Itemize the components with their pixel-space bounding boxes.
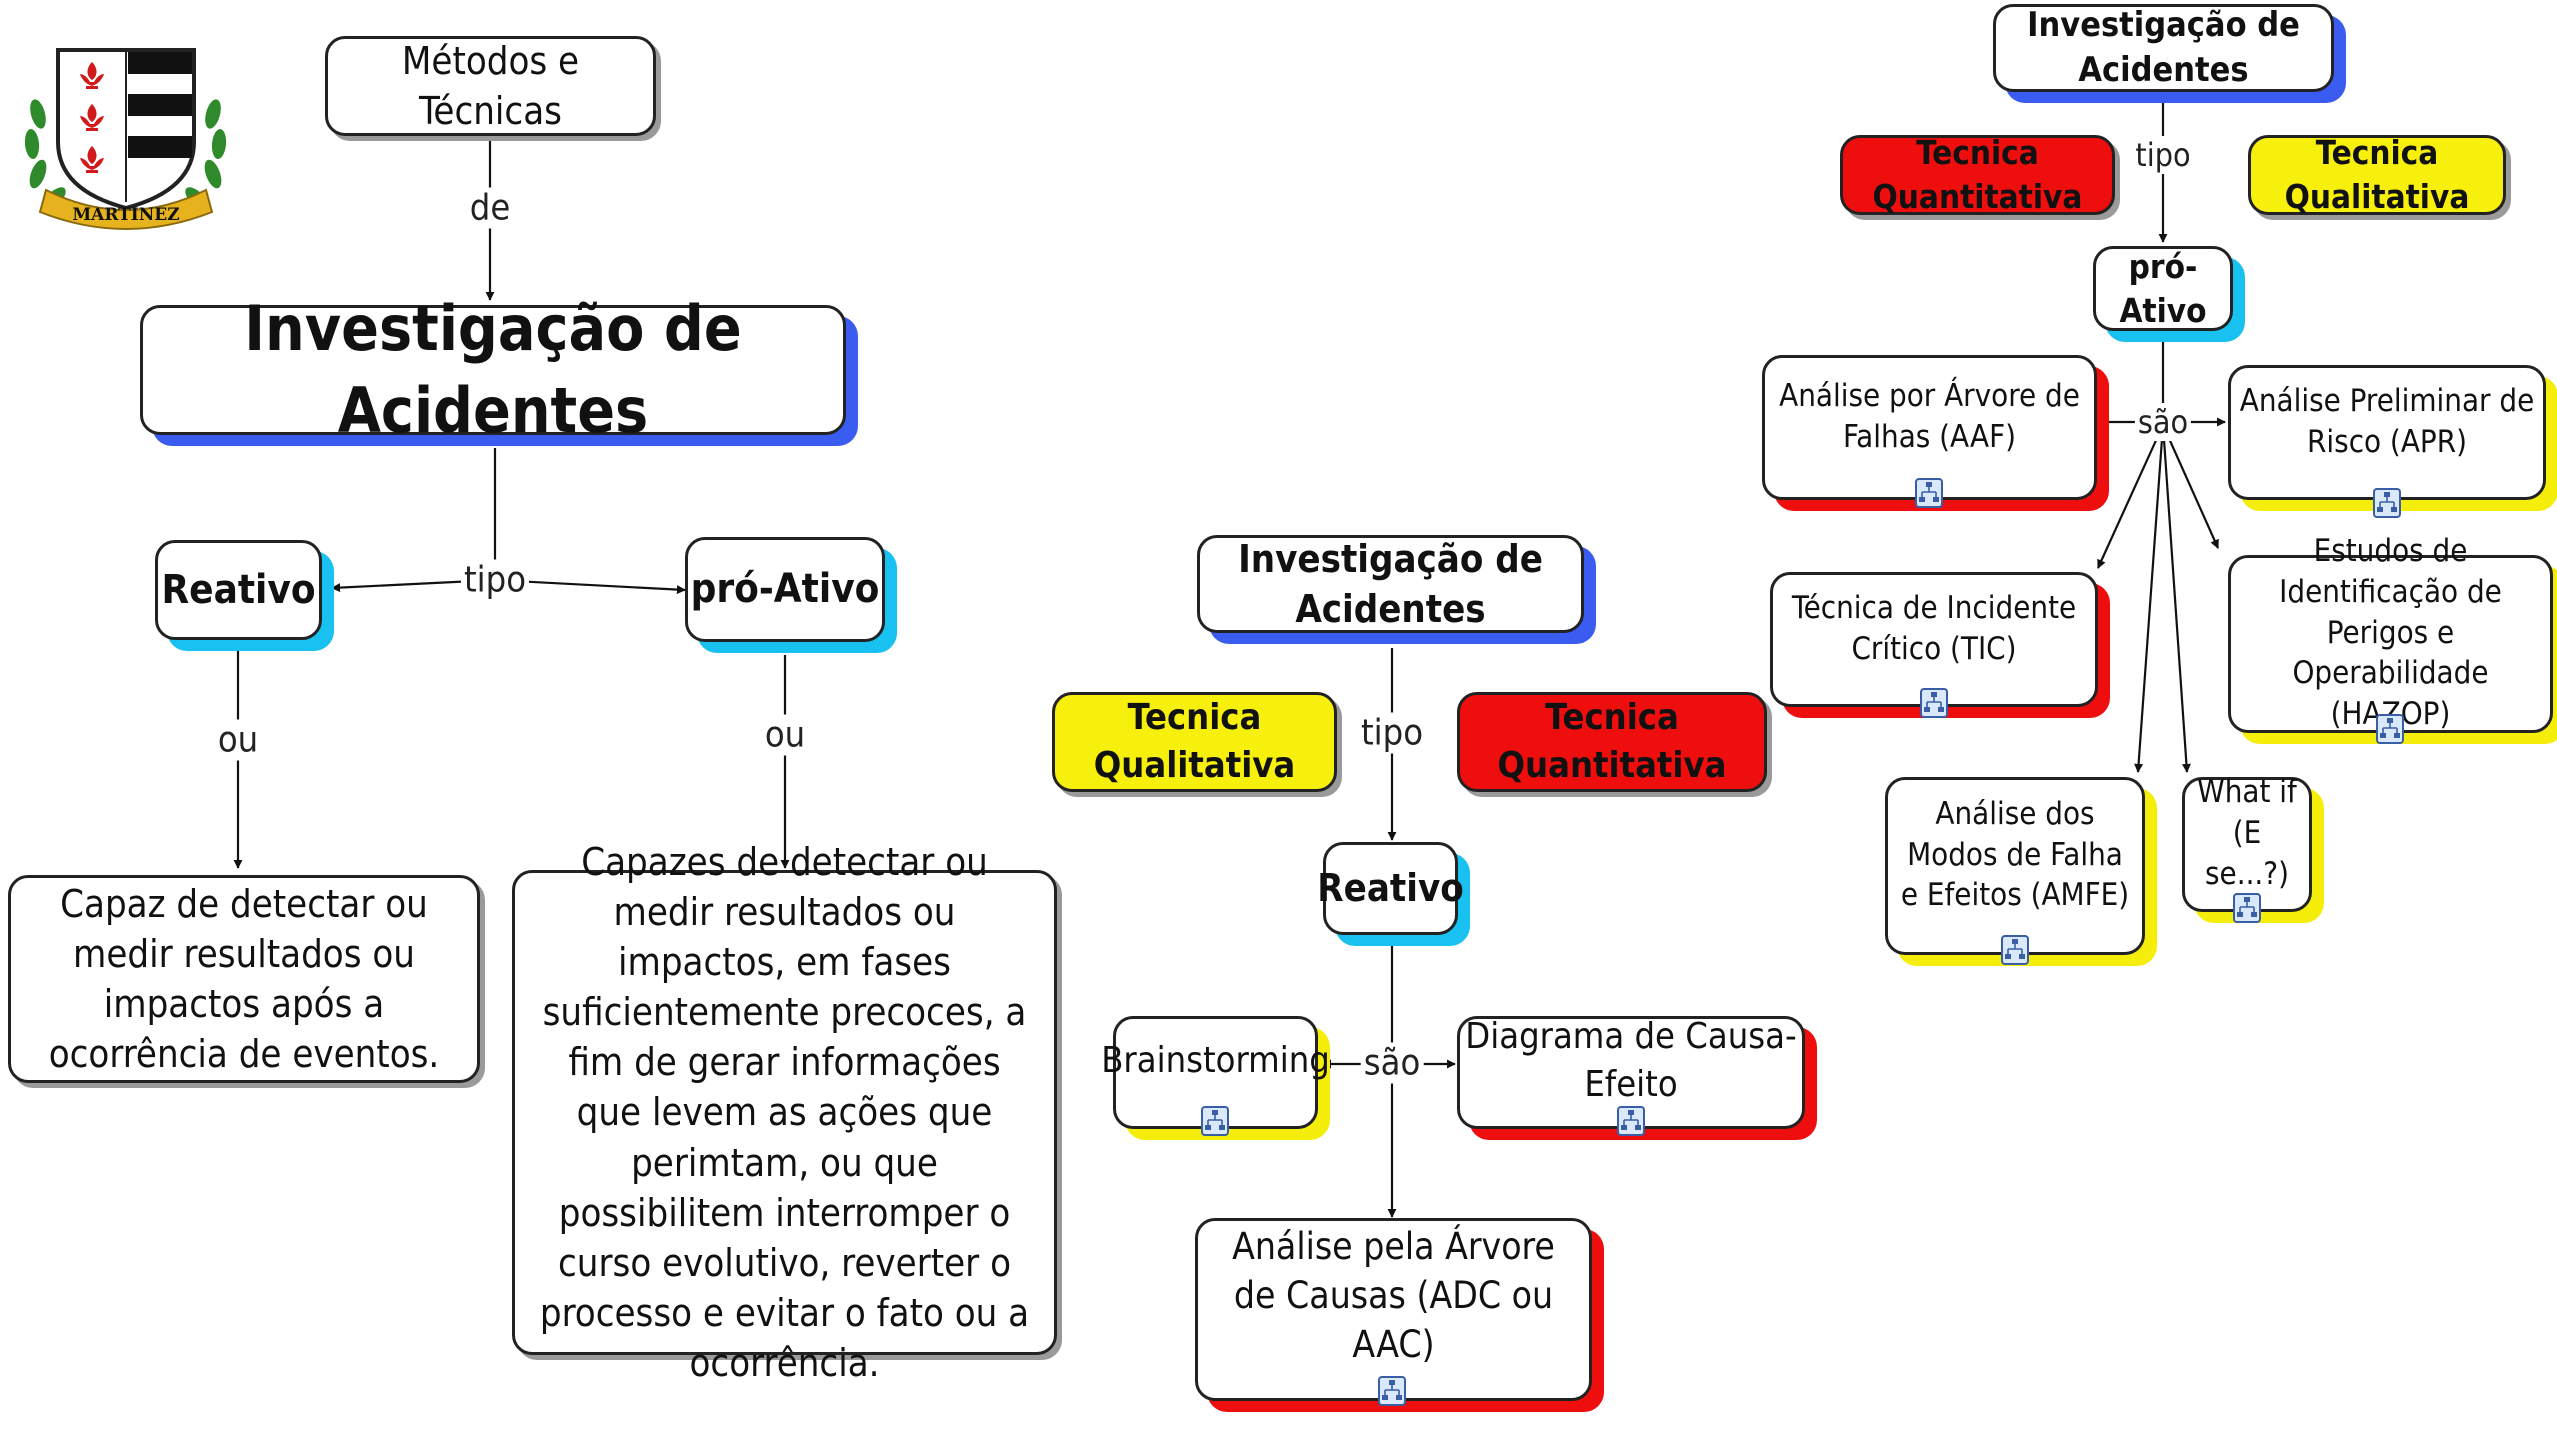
node-label: Brainstorming	[1101, 1039, 1330, 1081]
concept-map-icon[interactable]	[2376, 714, 2404, 744]
pro-ativo-node[interactable]: pró-Ativo	[685, 537, 885, 642]
node-label: Capaz de detectar ou medir resultados ou…	[48, 881, 440, 1077]
node-label: Análise Preliminar de Risco (APR)	[2239, 382, 2535, 460]
node-label: Reativo	[1317, 866, 1464, 911]
reativo-mid-node[interactable]: Reativo	[1317, 842, 1464, 935]
tic-node[interactable]: Técnica de Incidente Crítico (TIC)	[1770, 572, 2098, 707]
node-label: Tecnica Quantitativa	[1872, 133, 2083, 216]
arvore-de-causas-node[interactable]: Análise pela Árvore de Causas (ADC ou AA…	[1195, 1218, 1592, 1401]
link-label-sao: são	[1360, 1042, 1424, 1084]
tecnica-quantitativa-node[interactable]: Tecnica Quantitativa	[1457, 692, 1767, 792]
node-label: Investigação de Acidentes	[244, 292, 742, 447]
concept-map-icon[interactable]	[2233, 893, 2261, 923]
concept-map-icon[interactable]	[2001, 935, 2029, 965]
node-label: pró-Ativo	[690, 566, 880, 613]
what-if-node[interactable]: What if (E se...?)	[2182, 774, 2312, 912]
link-label-ou: ou	[214, 719, 262, 761]
reativo-node[interactable]: Reativo	[155, 540, 322, 640]
node-label: Investigação de Acidentes	[1238, 536, 1543, 631]
aaf-node[interactable]: Análise por Árvore de Falhas (AAF)	[1762, 355, 2097, 500]
martinez-logo: MARTINEZ	[18, 44, 233, 234]
node-label: Análise pela Árvore de Causas (ADC ou AA…	[1232, 1225, 1555, 1366]
node-label: Análise dos Modos de Falha e Efeitos (AM…	[1900, 795, 2130, 914]
amfe-node[interactable]: Análise dos Modos de Falha e Efeitos (AM…	[1885, 777, 2145, 955]
concept-map-icon[interactable]	[1617, 1106, 1645, 1136]
node-label: What if (E se...?)	[2197, 774, 2297, 892]
apr-node[interactable]: Análise Preliminar de Risco (APR)	[2228, 365, 2546, 500]
investigacao-acidentes-right-node[interactable]: Investigação de Acidentes	[1993, 4, 2334, 92]
concept-map-icon[interactable]	[1201, 1106, 1229, 1136]
link-label-de: de	[466, 187, 514, 229]
pro-ativo-description-node[interactable]: Capazes de detectar ou medir resultados …	[512, 840, 1057, 1385]
link-label-tipo: tipo	[2132, 136, 2194, 174]
link-label-sao: são	[2134, 403, 2192, 441]
concept-map-icon[interactable]	[1915, 478, 1943, 508]
node-label: pró-Ativo	[2119, 246, 2207, 330]
node-label: Métodos e Técnicas	[401, 38, 580, 133]
fleur-de-lis-icon	[80, 62, 104, 89]
concept-map-icon[interactable]	[1920, 688, 1948, 718]
node-label: Tecnica Quantitativa	[1497, 697, 1727, 786]
hazop-node[interactable]: Estudos de Identificação de Perigos e Op…	[2228, 533, 2553, 733]
tecnica-qualitativa-node[interactable]: Tecnica Qualitativa	[1052, 692, 1337, 792]
node-label: Reativo	[161, 566, 316, 613]
node-label: Tecnica Qualitativa	[2284, 133, 2470, 216]
pro-ativo-right-node[interactable]: pró-Ativo	[2093, 246, 2233, 331]
link-label-tipo: tipo	[460, 559, 530, 601]
fleur-de-lis-icon	[80, 104, 104, 131]
tecnica-quantitativa-node[interactable]: Tecnica Quantitativa	[1840, 133, 2115, 216]
node-label: Análise por Árvore de Falhas (AAF)	[1779, 377, 2080, 455]
link-label-tipo: tipo	[1357, 712, 1427, 754]
metodos-tecnicas-node[interactable]: Métodos e Técnicas	[325, 36, 656, 136]
link-label-ou: ou	[761, 714, 809, 756]
investigacao-acidentes-mid-node[interactable]: Investigação de Acidentes	[1197, 535, 1584, 633]
node-label: Capazes de detectar ou medir resultados …	[539, 839, 1030, 1386]
concept-map-icon[interactable]	[1378, 1376, 1406, 1406]
investigacao-acidentes-main-node[interactable]: Investigação de Acidentes	[140, 292, 846, 447]
logo-text: MARTINEZ	[72, 205, 179, 225]
node-label: Estudos de Identificação de Perigos e Op…	[2279, 532, 2502, 733]
reativo-description-node[interactable]: Capaz de detectar ou medir resultados ou…	[8, 875, 480, 1083]
concept-map-icon[interactable]	[2373, 488, 2401, 518]
node-label: Diagrama de Causa-Efeito	[1465, 1015, 1797, 1105]
fleur-de-lis-icon	[80, 146, 104, 173]
tecnica-qualitativa-node[interactable]: Tecnica Qualitativa	[2248, 133, 2506, 216]
node-label: Tecnica Qualitativa	[1093, 697, 1296, 786]
node-label: Técnica de Incidente Crítico (TIC)	[1791, 589, 2077, 667]
node-label: Investigação de Acidentes	[2027, 5, 2300, 90]
